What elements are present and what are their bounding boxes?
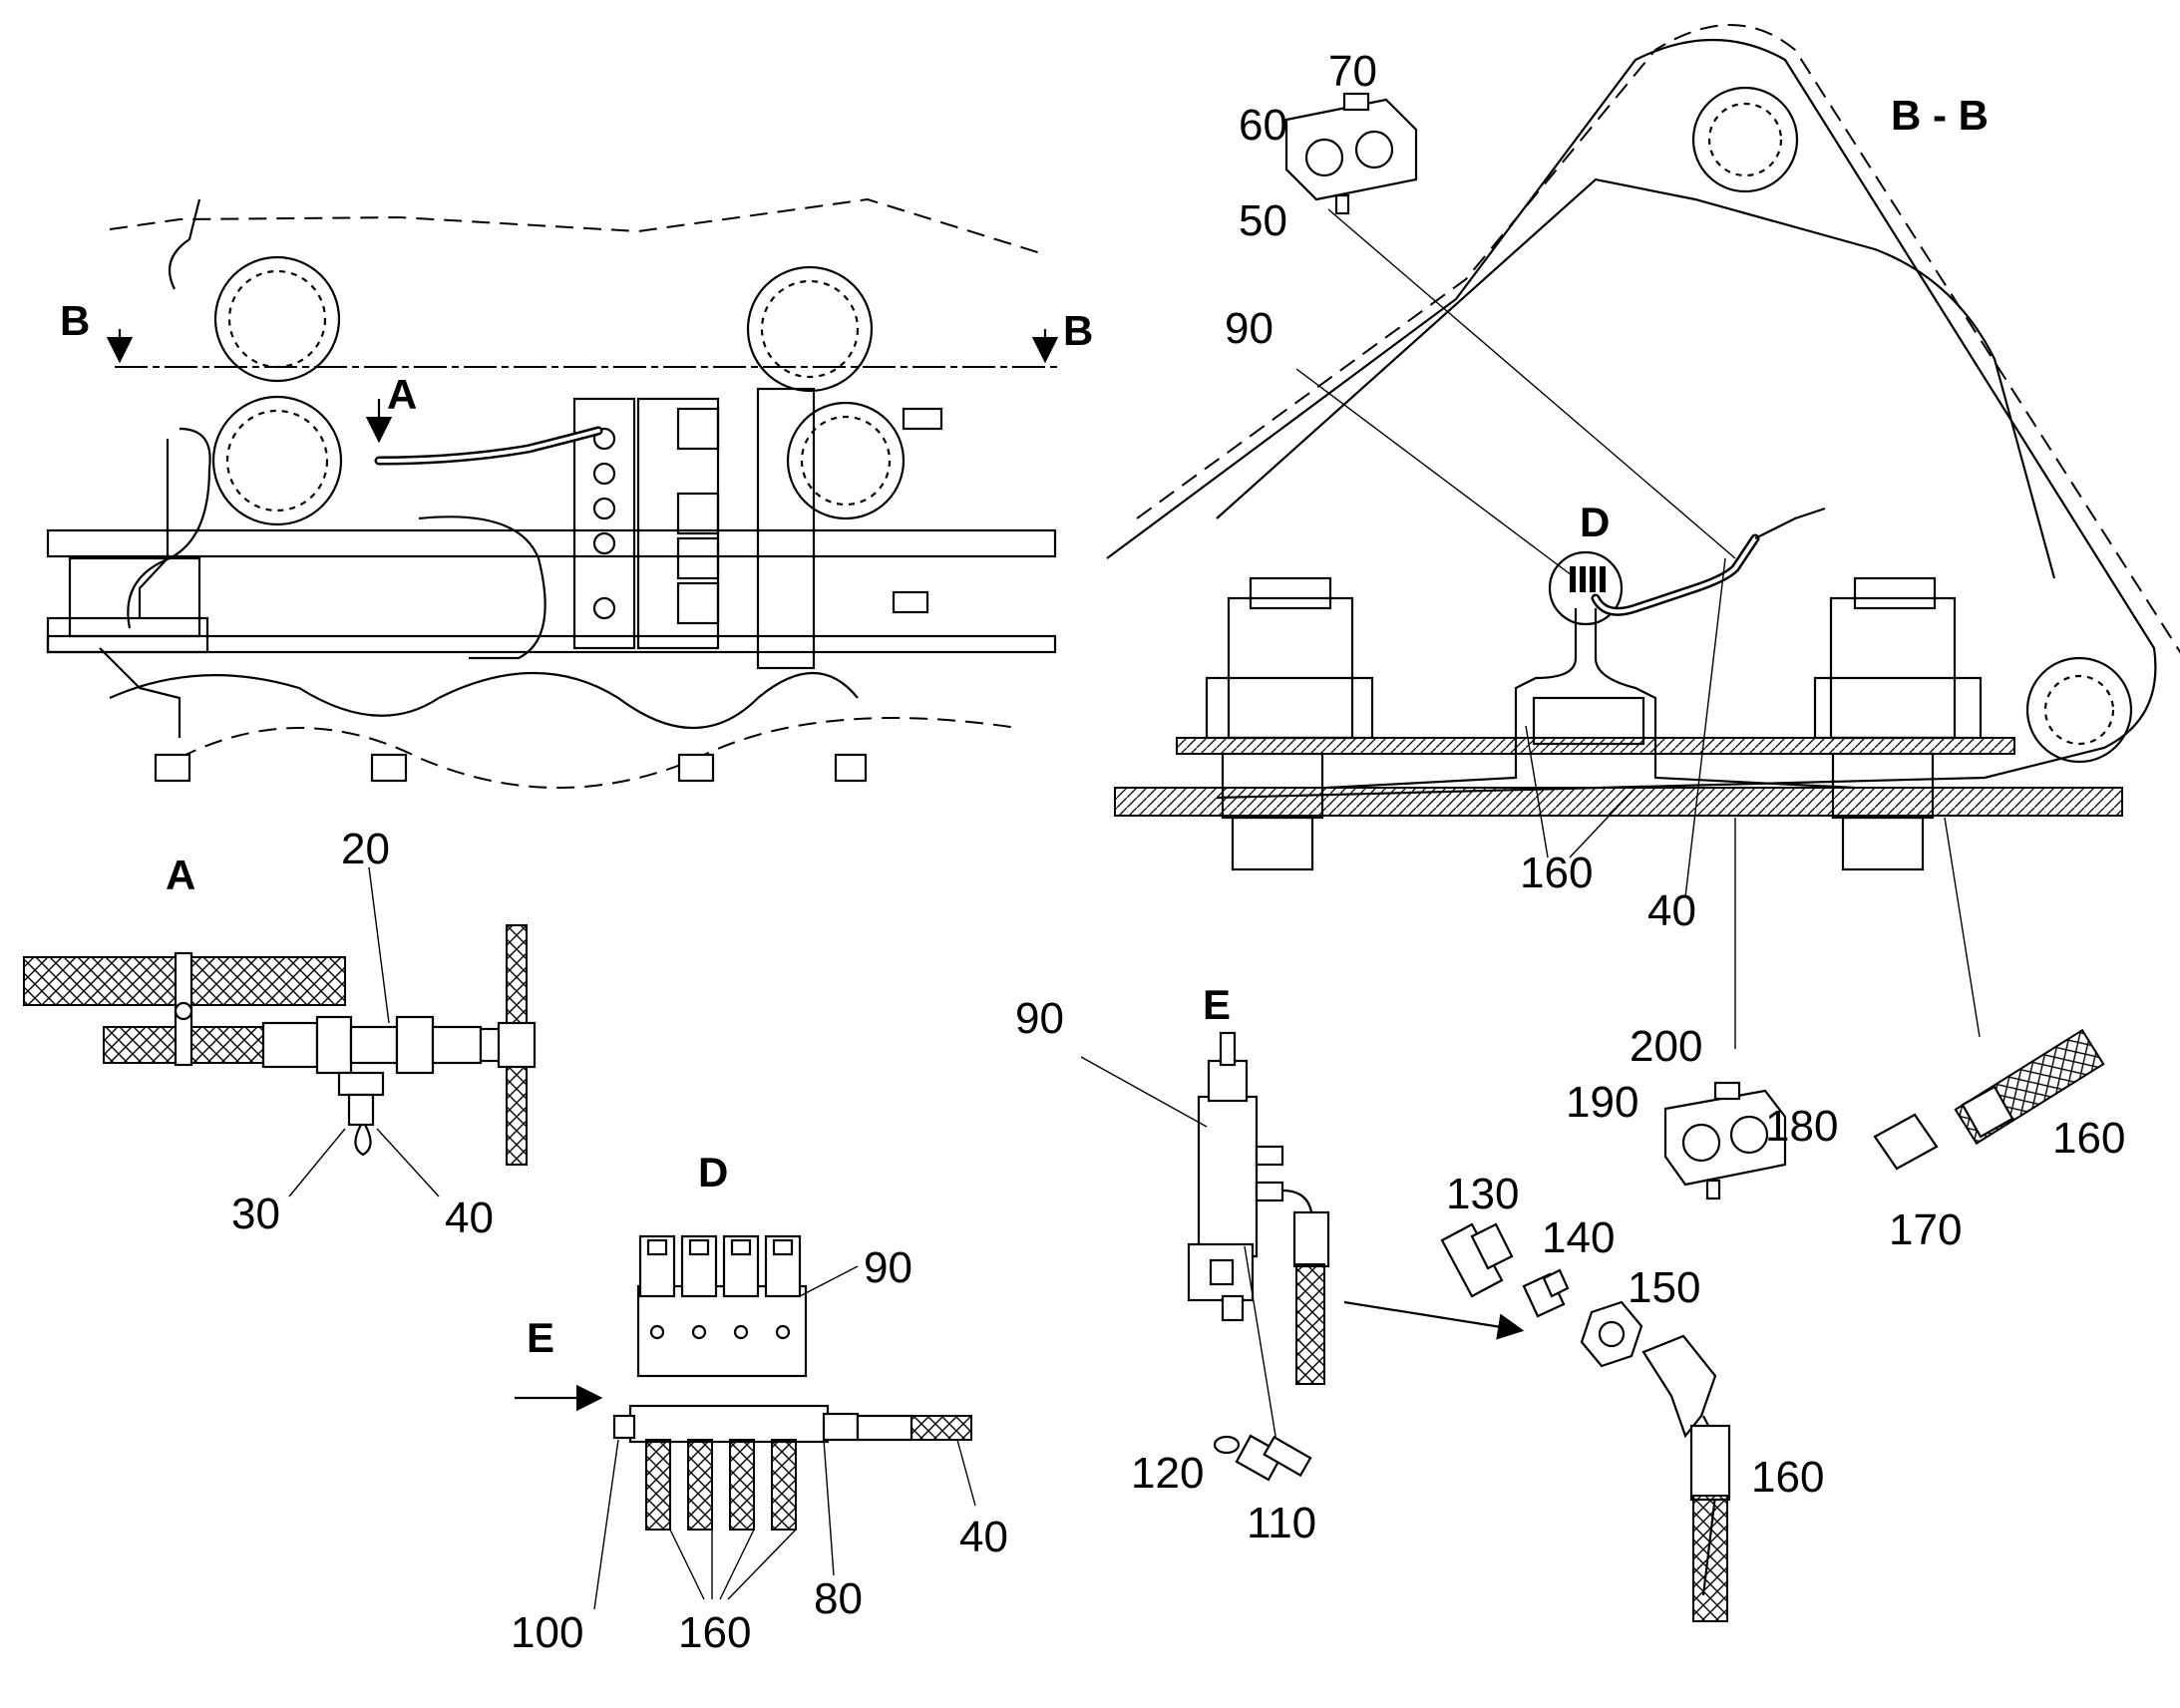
detail-a-view (23, 866, 537, 1197)
section-mark-right: B (1063, 307, 1093, 354)
part-200: 200 (1630, 1022, 1702, 1071)
part-190: 190 (1566, 1078, 1638, 1127)
part-140: 140 (1542, 1213, 1615, 1262)
clamp-block-icon (1284, 92, 1418, 215)
detail-a-title: A (166, 852, 195, 898)
part-180: 180 (1765, 1102, 1838, 1151)
part-170: 170 (1889, 1205, 1962, 1254)
part-90-e: 90 (1015, 994, 1064, 1043)
hose-fitting-icon (1522, 1268, 1570, 1318)
part-110: 110 (1247, 1499, 1316, 1547)
detail-a-arrow-label: A (387, 371, 417, 418)
part-60: 60 (1239, 101, 1287, 150)
detail-d-view (515, 1234, 976, 1610)
detail-d-marker: D (1580, 499, 1610, 545)
fitting-set (1440, 1222, 1731, 1622)
part-90-bb: 90 (1225, 304, 1273, 353)
motor-left (1205, 576, 1374, 871)
part-30: 30 (231, 1190, 280, 1238)
part-70: 70 (1328, 47, 1377, 96)
lubrication-distributor-icon (612, 1234, 860, 1444)
clamp-block-icon (1663, 1081, 1787, 1200)
detail-e-title: E (1203, 981, 1231, 1028)
detail-e-arrow-label: E (527, 1314, 554, 1361)
part-120: 120 (1131, 1449, 1204, 1498)
flange-circles (211, 255, 906, 526)
valve-block (572, 387, 943, 670)
nut-icon (1580, 1300, 1643, 1368)
part-160-d: 160 (678, 1608, 751, 1657)
tee-fitting-icon (261, 1015, 513, 1157)
part-40-a: 40 (445, 1194, 494, 1242)
main-side-view: B B A (46, 197, 1093, 789)
part-160-elbow: 160 (1751, 1453, 1824, 1502)
section-bb-view: B - B D (1106, 24, 2180, 1049)
part-50: 50 (1239, 196, 1287, 245)
part-100: 100 (511, 1608, 583, 1657)
part-90-d: 90 (864, 1243, 912, 1292)
part-160-fitting: 160 (2052, 1114, 2125, 1163)
elbow-fitting-icon (1641, 1334, 1731, 1622)
part-160-bb: 160 (1520, 849, 1593, 897)
feet (154, 753, 868, 783)
part-40-d: 40 (959, 1513, 1008, 1561)
part-80: 80 (814, 1574, 863, 1623)
part-20: 20 (341, 825, 390, 873)
part-150: 150 (1628, 1263, 1700, 1312)
part-130: 130 (1446, 1170, 1519, 1218)
section-mark-left: B (60, 297, 90, 344)
section-bb-title: B - B (1891, 92, 1989, 139)
hose-fitting-icon (1873, 1028, 2105, 1171)
detail-e-view (1080, 1031, 1525, 1443)
bolt-icon (1213, 1434, 1312, 1482)
detail-d-title: D (698, 1149, 728, 1196)
hose-fitting-icon (1440, 1222, 1514, 1298)
washer-icon (1213, 1435, 1241, 1455)
motor-right (1813, 576, 1983, 871)
part-40-bb: 40 (1647, 886, 1696, 935)
